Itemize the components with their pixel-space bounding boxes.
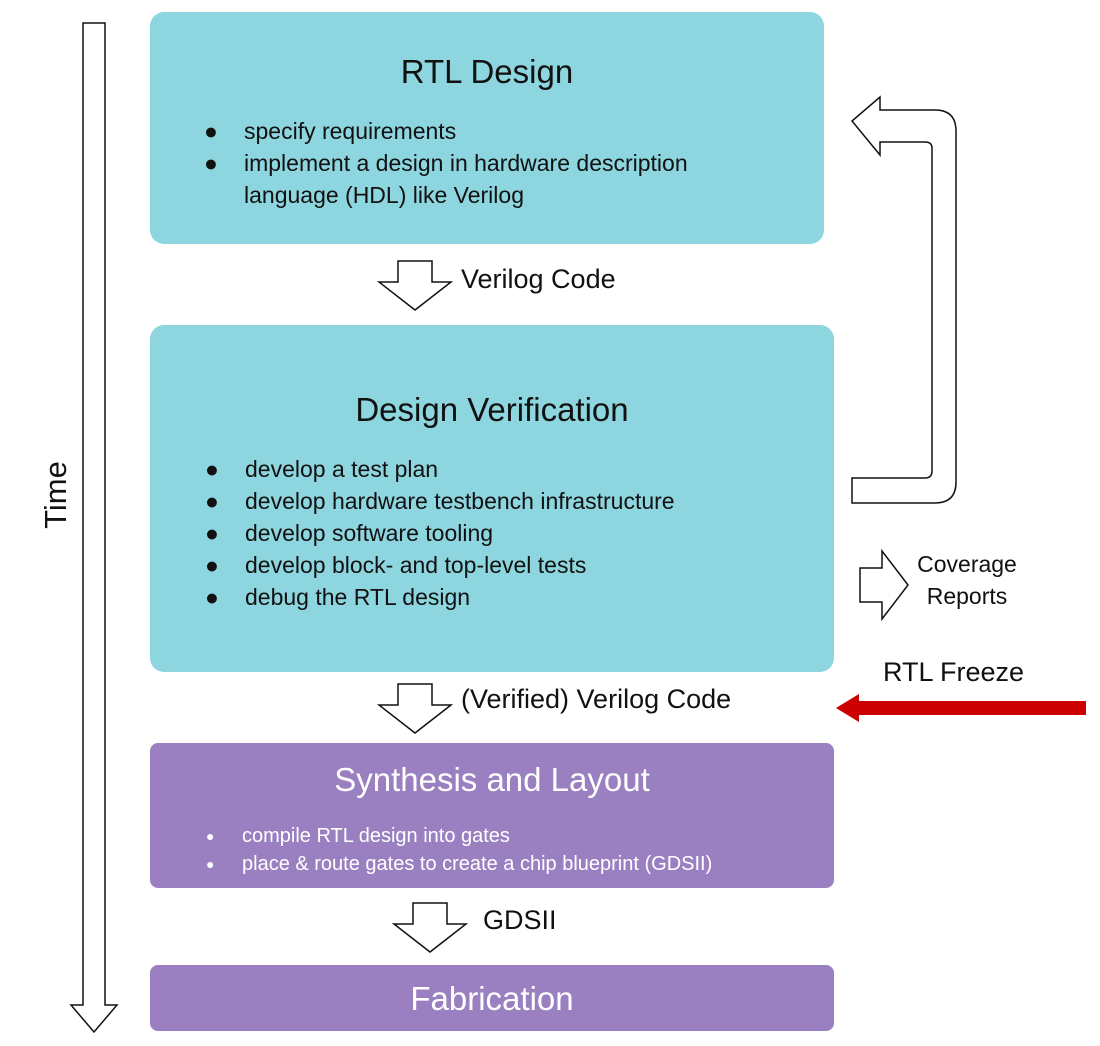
flow-arrow-gdsii bbox=[391, 902, 469, 953]
rtl-design-bullet-text: specify requirements bbox=[244, 118, 457, 144]
design-verification-bullet-text: debug the RTL design bbox=[245, 584, 471, 610]
coverage-reports-label: Coverage Reports bbox=[908, 548, 1026, 612]
verified-verilog-code-label: (Verified) Verilog Code bbox=[461, 684, 732, 714]
bullet-dot: ● bbox=[205, 488, 219, 514]
list-item: ● compile RTL design into gates bbox=[206, 822, 712, 850]
rtl-design-bullet-list: ● specify requirements ● implement a des… bbox=[204, 115, 688, 211]
rtl-freeze-arrow bbox=[836, 694, 1086, 722]
bullet-dot: ● bbox=[206, 856, 215, 872]
list-item: language (HDL) like Verilog bbox=[244, 179, 688, 211]
design-verification-box: Design Verification ● develop a test pla… bbox=[150, 325, 834, 672]
time-axis-label: Time bbox=[38, 461, 73, 529]
flow-arrow-verified-verilog-code bbox=[376, 683, 454, 734]
rtl-freeze-label: RTL Freeze bbox=[883, 657, 1025, 687]
design-verification-bullet-text: develop software tooling bbox=[245, 520, 494, 546]
list-item: ● implement a design in hardware descrip… bbox=[204, 147, 688, 179]
time-axis-arrow bbox=[69, 22, 119, 1034]
design-verification-title: Design Verification bbox=[355, 391, 629, 428]
synthesis-layout-bullet-text: place & route gates to create a chip blu… bbox=[242, 853, 713, 875]
coverage-reports-line2: Reports bbox=[926, 583, 1008, 609]
list-item: ● specify requirements bbox=[204, 115, 688, 147]
rtl-design-box: RTL Design ● specify requirements ● impl… bbox=[150, 12, 824, 244]
bullet-dot: ● bbox=[205, 456, 219, 482]
rtl-design-bullet-text: implement a design in hardware descripti… bbox=[244, 150, 688, 176]
verilog-code-label: Verilog Code bbox=[461, 264, 616, 294]
bullet-dot: ● bbox=[204, 150, 218, 176]
rtl-design-bullet-text: language (HDL) like Verilog bbox=[244, 182, 524, 208]
list-item: ● place & route gates to create a chip b… bbox=[206, 850, 713, 878]
design-verification-bullet-list: ● develop a test plan ● develop hardware… bbox=[205, 453, 675, 613]
coverage-reports-line1: Coverage bbox=[917, 551, 1017, 577]
list-item: ● debug the RTL design bbox=[205, 581, 675, 613]
synthesis-layout-bullet-list: ● compile RTL design into gates ● place … bbox=[206, 822, 713, 878]
bullet-dot: ● bbox=[205, 520, 219, 546]
rtl-design-title: RTL Design bbox=[400, 53, 574, 90]
gdsii-label: GDSII bbox=[483, 905, 557, 935]
list-item: ● develop software tooling bbox=[205, 517, 675, 549]
list-item: ● develop block- and top-level tests bbox=[205, 549, 675, 581]
flow-arrow-verilog-code bbox=[376, 260, 454, 311]
feedback-loop-arrow bbox=[850, 95, 957, 504]
synthesis-layout-box: Synthesis and Layout ● compile RTL desig… bbox=[150, 743, 834, 888]
fabrication-box: Fabrication bbox=[150, 965, 834, 1031]
synthesis-layout-title: Synthesis and Layout bbox=[334, 761, 650, 798]
bullet-dot: ● bbox=[204, 118, 218, 144]
design-verification-bullet-text: develop block- and top-level tests bbox=[245, 552, 587, 578]
fabrication-title: Fabrication bbox=[410, 980, 574, 1017]
bullet-dot: ● bbox=[206, 828, 215, 844]
coverage-reports-arrow bbox=[859, 548, 909, 622]
bullet-dot: ● bbox=[205, 552, 219, 578]
design-verification-bullet-text: develop a test plan bbox=[245, 456, 439, 482]
design-verification-bullet-text: develop hardware testbench infrastructur… bbox=[245, 488, 675, 514]
synthesis-layout-bullet-text: compile RTL design into gates bbox=[242, 825, 510, 847]
list-item: ● develop hardware testbench infrastruct… bbox=[205, 485, 675, 517]
list-item: ● develop a test plan bbox=[205, 453, 675, 485]
bullet-dot: ● bbox=[205, 584, 219, 610]
